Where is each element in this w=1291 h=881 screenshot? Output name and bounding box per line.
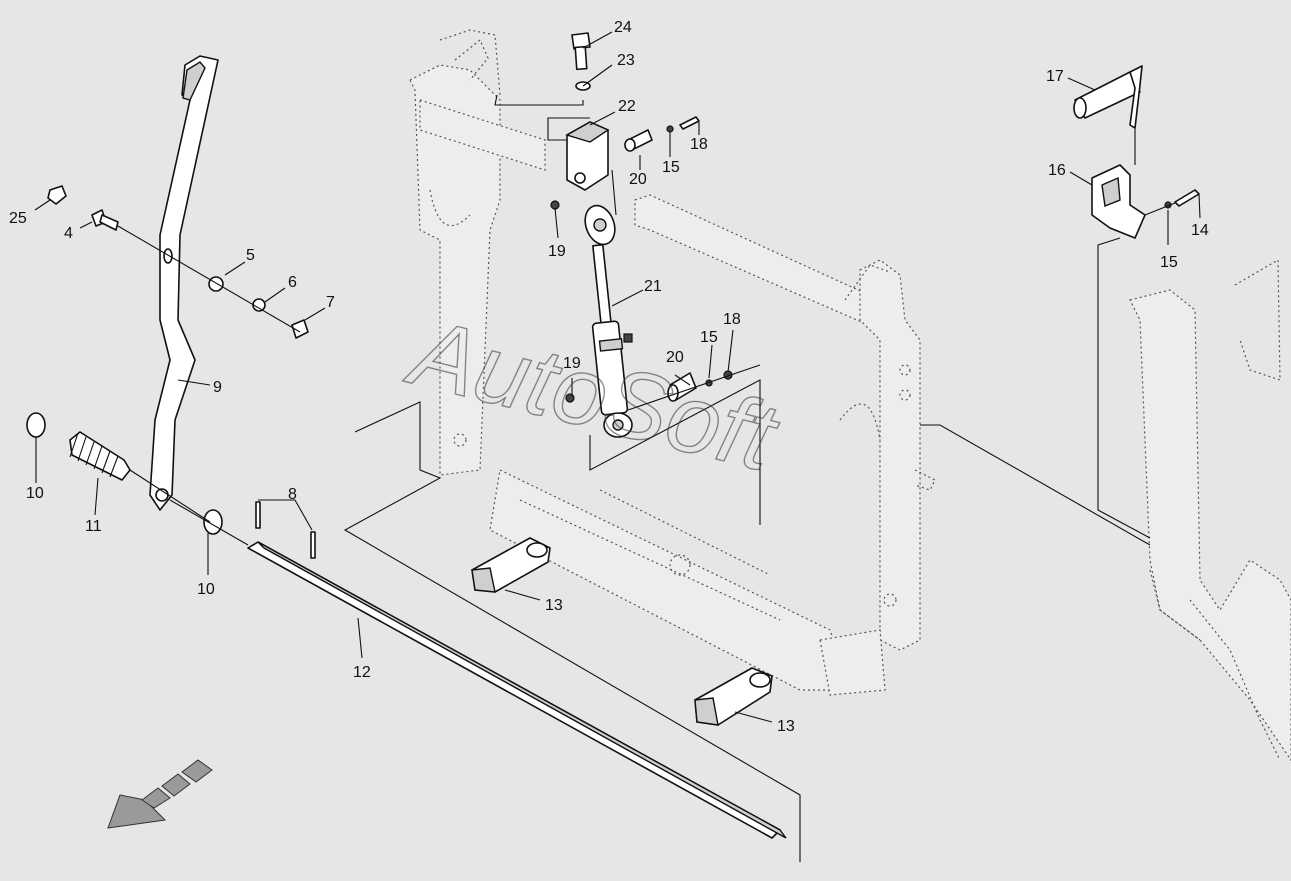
lock-pin-17 (1073, 65, 1143, 129)
pin-20-top (624, 129, 653, 152)
bolt-14 (1174, 189, 1200, 207)
callout-14: 14 (1191, 222, 1209, 239)
arm-13-lower (694, 667, 773, 726)
callout-20: 20 (629, 171, 647, 188)
callout-17: 17 (1046, 68, 1064, 85)
callout-10: 10 (26, 485, 44, 502)
callout-15: 15 (700, 329, 718, 346)
callout-7: 7 (326, 294, 335, 311)
washer-10-right (203, 509, 223, 535)
washer-10-left (26, 412, 46, 438)
callout-16: 16 (1048, 162, 1066, 179)
zone-outline-2 (589, 379, 761, 525)
ghost-frame (409, 29, 1291, 762)
callout-20: 20 (666, 349, 684, 366)
callout-18: 18 (690, 136, 708, 153)
zone-outline-3 (920, 424, 1151, 546)
callout-13: 13 (545, 597, 563, 614)
bracket-16 (1091, 164, 1146, 239)
spring-11 (69, 431, 131, 481)
arm-13-upper (471, 537, 551, 593)
callout-8: 8 (288, 486, 297, 503)
callout-13: 13 (777, 718, 795, 735)
cross-shaft-12 (247, 541, 787, 839)
callout-11: 11 (85, 518, 102, 535)
nut-25 (47, 185, 67, 205)
roll-pins-8 (255, 501, 316, 559)
callout-5: 5 (246, 247, 255, 264)
direction-arrow-icon (107, 759, 213, 829)
callout-21: 21 (644, 278, 662, 295)
callout-12: 12 (353, 664, 371, 681)
callout-9: 9 (213, 379, 222, 396)
clevis-22 (565, 121, 610, 191)
callout-19: 19 (563, 355, 581, 372)
callout-22: 22 (618, 98, 636, 115)
callout-15: 15 (662, 159, 680, 176)
nut-7 (291, 319, 309, 339)
callout-23: 23 (617, 52, 635, 69)
pin-19-top (550, 200, 560, 210)
callout-10: 10 (197, 581, 215, 598)
callout-6: 6 (288, 274, 297, 291)
callout-25: 25 (9, 210, 27, 227)
leader-lines (34, 31, 1201, 723)
washer-6 (252, 298, 266, 312)
bolt-4 (91, 209, 119, 231)
pin-18-top (679, 116, 700, 130)
callout-18: 18 (723, 311, 741, 328)
pedal-lever-9 (149, 55, 219, 511)
zone-outline (343, 401, 801, 862)
callout-24: 24 (614, 19, 632, 36)
callout-4: 4 (64, 225, 73, 242)
callout-15: 15 (1160, 254, 1178, 271)
callout-labels: 24 23 22 20 15 18 19 21 15 18 20 19 17 1… (9, 19, 1209, 735)
cylinder-21 (584, 204, 633, 438)
spacer-15-top (666, 125, 674, 133)
washer-5 (208, 276, 224, 292)
callout-19: 19 (548, 243, 566, 260)
bolt-24 (571, 32, 591, 71)
